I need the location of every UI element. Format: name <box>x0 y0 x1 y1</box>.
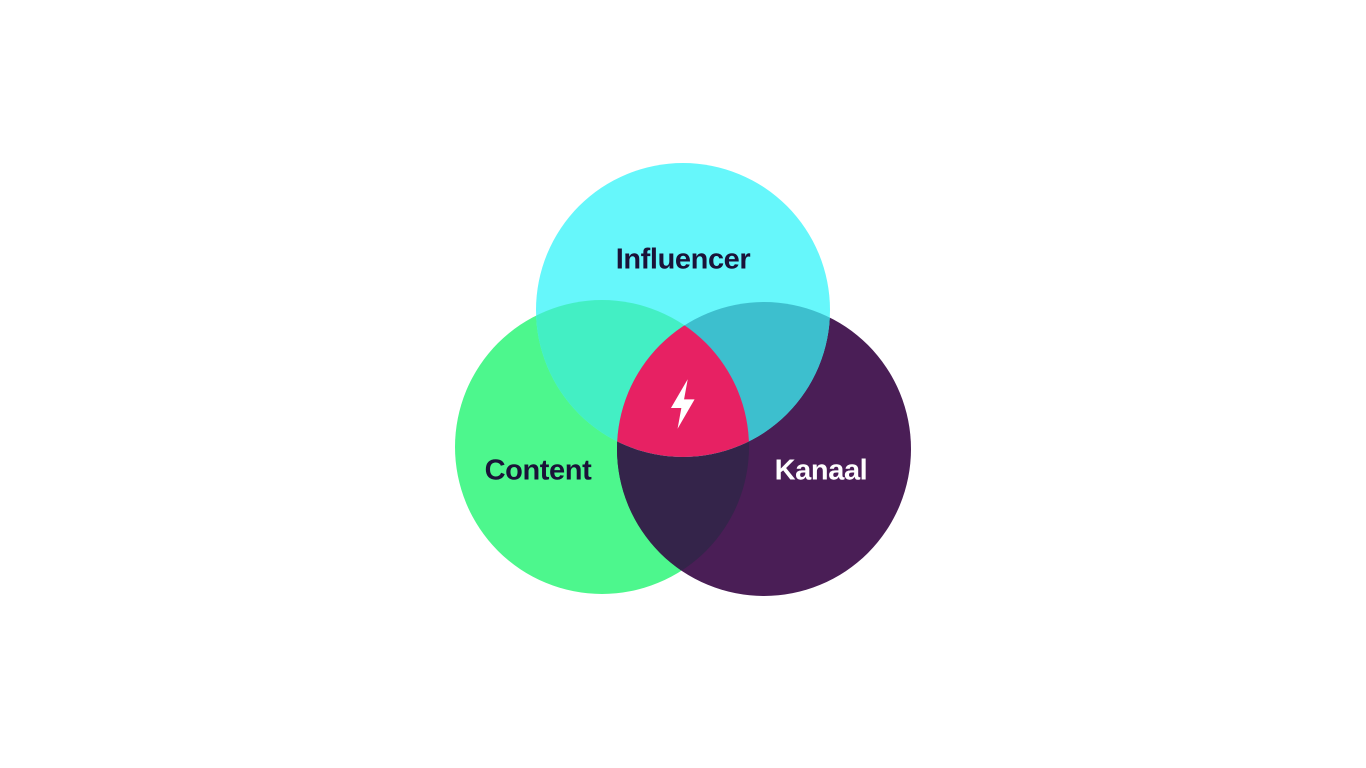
venn-label-influencer: Influencer <box>616 244 751 276</box>
lightning-bolt-icon <box>670 379 695 429</box>
venn-label-kanaal: Kanaal <box>775 455 868 487</box>
venn-label-content: Content <box>485 455 592 487</box>
